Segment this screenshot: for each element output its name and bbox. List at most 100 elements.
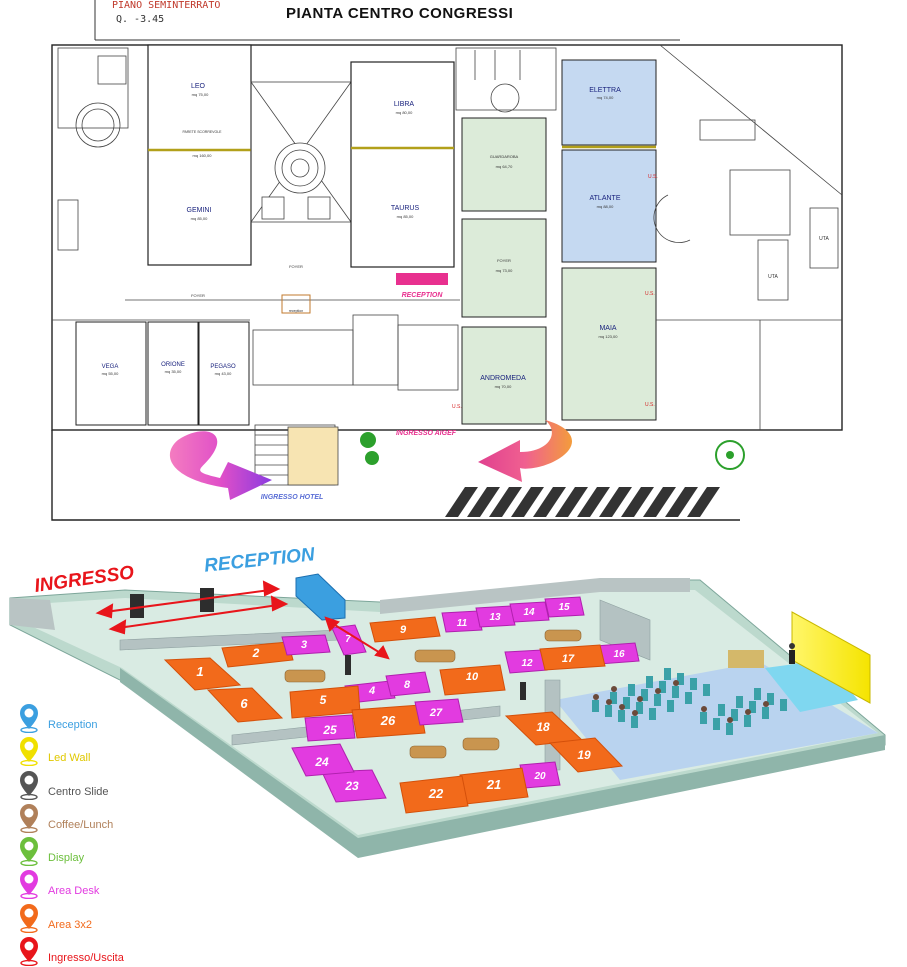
booth-label-4: 4 xyxy=(368,685,375,697)
booth-label-12: 12 xyxy=(521,658,533,669)
reception-label: RECEPTION xyxy=(402,292,444,299)
ingresso-uscita-pin-icon xyxy=(20,937,38,966)
room-gemini-area: mq 85,00 xyxy=(191,216,208,221)
room-pegaso-name: PEGASO xyxy=(210,364,236,370)
booth-10: 10 xyxy=(439,664,506,696)
booth-1: 1 xyxy=(163,657,242,691)
booth-9: 9 xyxy=(369,616,441,643)
booth-18: 18 xyxy=(504,711,584,746)
booth-label-3: 3 xyxy=(301,639,307,651)
booth-label-5: 5 xyxy=(320,693,327,707)
uta-label-2: UTA xyxy=(819,236,829,242)
legend-label-display: Display xyxy=(48,852,85,864)
floor-level: Q. -3.45 xyxy=(116,14,165,25)
booth-17: 17 xyxy=(539,644,606,671)
led-wall-pin-icon xyxy=(20,737,38,766)
booth-label-11: 11 xyxy=(457,618,468,629)
room-vega-name: VEGA xyxy=(102,364,119,370)
booth-label-1: 1 xyxy=(196,664,203,679)
room-atlante-area: mq 88,00 xyxy=(597,204,614,209)
booth-26: 26 xyxy=(351,704,426,739)
booth-label-23: 23 xyxy=(344,779,359,793)
arrow-aigef xyxy=(478,420,572,482)
room-maia-area: mq 123,00 xyxy=(599,334,619,339)
display-pin-icon xyxy=(20,837,38,866)
room-elettra-area: mq 74,00 xyxy=(597,95,614,100)
room-libra-area: mq 80,00 xyxy=(396,110,413,115)
room-libra-name: LIBRA xyxy=(394,101,415,108)
booth-20: 20 xyxy=(519,761,561,789)
foyer-label-left: FOYER xyxy=(191,293,205,298)
booth-label-27: 27 xyxy=(429,707,443,719)
room-taurus-area: mq 85,00 xyxy=(397,214,414,219)
reception-desk xyxy=(295,573,346,621)
legend-item-led-wall: Led Wall xyxy=(18,736,218,766)
floor-label: PIANO SEMINTERRATO xyxy=(112,0,221,11)
room-foyer-right-name: FOYER xyxy=(497,258,511,263)
booth-label-8: 8 xyxy=(404,679,411,691)
booth-11: 11 xyxy=(441,610,483,633)
booths: 1 2 3 4 5 6 7 8 9 10 11 12 13 14 15 16 1… xyxy=(163,596,640,814)
booth-2: 2 xyxy=(221,641,294,668)
reception-pin-icon xyxy=(20,704,38,733)
legend-label-ingresso-uscita: Ingresso/Uscita xyxy=(48,952,124,964)
plan-title: PIANTA CENTRO CONGRESSI xyxy=(286,5,514,22)
room-orione-name: ORIONE xyxy=(161,362,185,368)
reception-small-label: reception xyxy=(289,309,303,313)
room-pegaso-area: mq 43,00 xyxy=(215,371,232,376)
room-gemini-name: GEMINI xyxy=(187,207,212,214)
booth-label-24: 24 xyxy=(314,755,329,769)
room-guardaroba-area: mq 64,70 xyxy=(496,164,513,169)
room-leo-gemini: LEO mq 75,00 PARETE SCORREVOLE mq 160,00… xyxy=(147,44,252,266)
parete-label: PARETE SCORREVOLE xyxy=(182,130,222,134)
booth-label-21: 21 xyxy=(486,777,501,792)
arrow-hotel xyxy=(169,431,272,500)
booth-label-7: 7 xyxy=(345,634,351,645)
legend-item-display: Display xyxy=(18,836,218,866)
room-andromeda-area: mq 70,00 xyxy=(495,384,512,389)
legend-label-centro-slide: Centro Slide xyxy=(48,786,109,798)
booth-label-14: 14 xyxy=(523,607,535,618)
booth-7: 7 xyxy=(331,624,367,656)
floor-plan: LEO mq 75,00 PARETE SCORREVOLE mq 160,00… xyxy=(51,0,843,521)
room-foyer-right-area: mq 73,00 xyxy=(496,268,513,273)
legend-label-area-desk: Area Desk xyxy=(48,885,100,897)
booth-27: 27 xyxy=(414,698,464,726)
us-label-1: U.S. xyxy=(648,174,658,180)
booth-6: 6 xyxy=(206,687,284,723)
booth-label-6: 6 xyxy=(240,696,248,711)
room-guardaroba-name: GUARDAROBA xyxy=(490,154,519,159)
ingresso-aigef-label: INGRESSO AIGEF xyxy=(396,430,457,437)
room-elettra-name: ELETTRA xyxy=(589,87,621,94)
booth-21: 21 xyxy=(459,767,529,805)
booth-label-15: 15 xyxy=(558,602,570,613)
booth-13: 13 xyxy=(475,605,516,628)
booth-8: 8 xyxy=(385,671,431,697)
room-leo-area: mq 75,00 xyxy=(192,92,209,97)
booth-label-25: 25 xyxy=(322,723,337,737)
us-label-2: U.S. xyxy=(645,291,655,297)
centro-slide-pin-icon xyxy=(20,771,38,800)
booth-label-26: 26 xyxy=(380,713,396,728)
booth-label-2: 2 xyxy=(252,646,260,660)
us-label-3: U.S. xyxy=(645,402,655,408)
legend-item-ingresso-uscita: Ingresso/Uscita xyxy=(18,936,218,966)
uta-label-1: UTA xyxy=(768,274,778,280)
legend-item-coffee-lunch: Coffee/Lunch xyxy=(18,803,218,833)
area-3x2-pin-icon xyxy=(20,904,38,933)
booth-25: 25 xyxy=(304,714,356,742)
legend-label-reception: Reception xyxy=(48,719,98,731)
booth-label-18: 18 xyxy=(536,720,550,734)
room-taurus-name: TAURUS xyxy=(391,205,420,212)
booth-label-13: 13 xyxy=(489,612,501,623)
room-orione-area: mq 35,00 xyxy=(165,369,182,374)
booth-22: 22 xyxy=(399,775,469,814)
room-maia-name: MAIA xyxy=(599,325,616,332)
reception-3d-label: RECEPTION xyxy=(203,544,317,577)
room-leo-name: LEO xyxy=(191,83,206,90)
room-andromeda-name: ANDROMEDA xyxy=(480,375,526,382)
booth-label-17: 17 xyxy=(562,653,575,665)
legend-item-area-3x2: Area 3x2 xyxy=(18,903,218,933)
ingresso-hotel-label: INGRESSO HOTEL xyxy=(261,494,324,501)
room-leo-gemini-area: mq 160,00 xyxy=(193,153,213,158)
